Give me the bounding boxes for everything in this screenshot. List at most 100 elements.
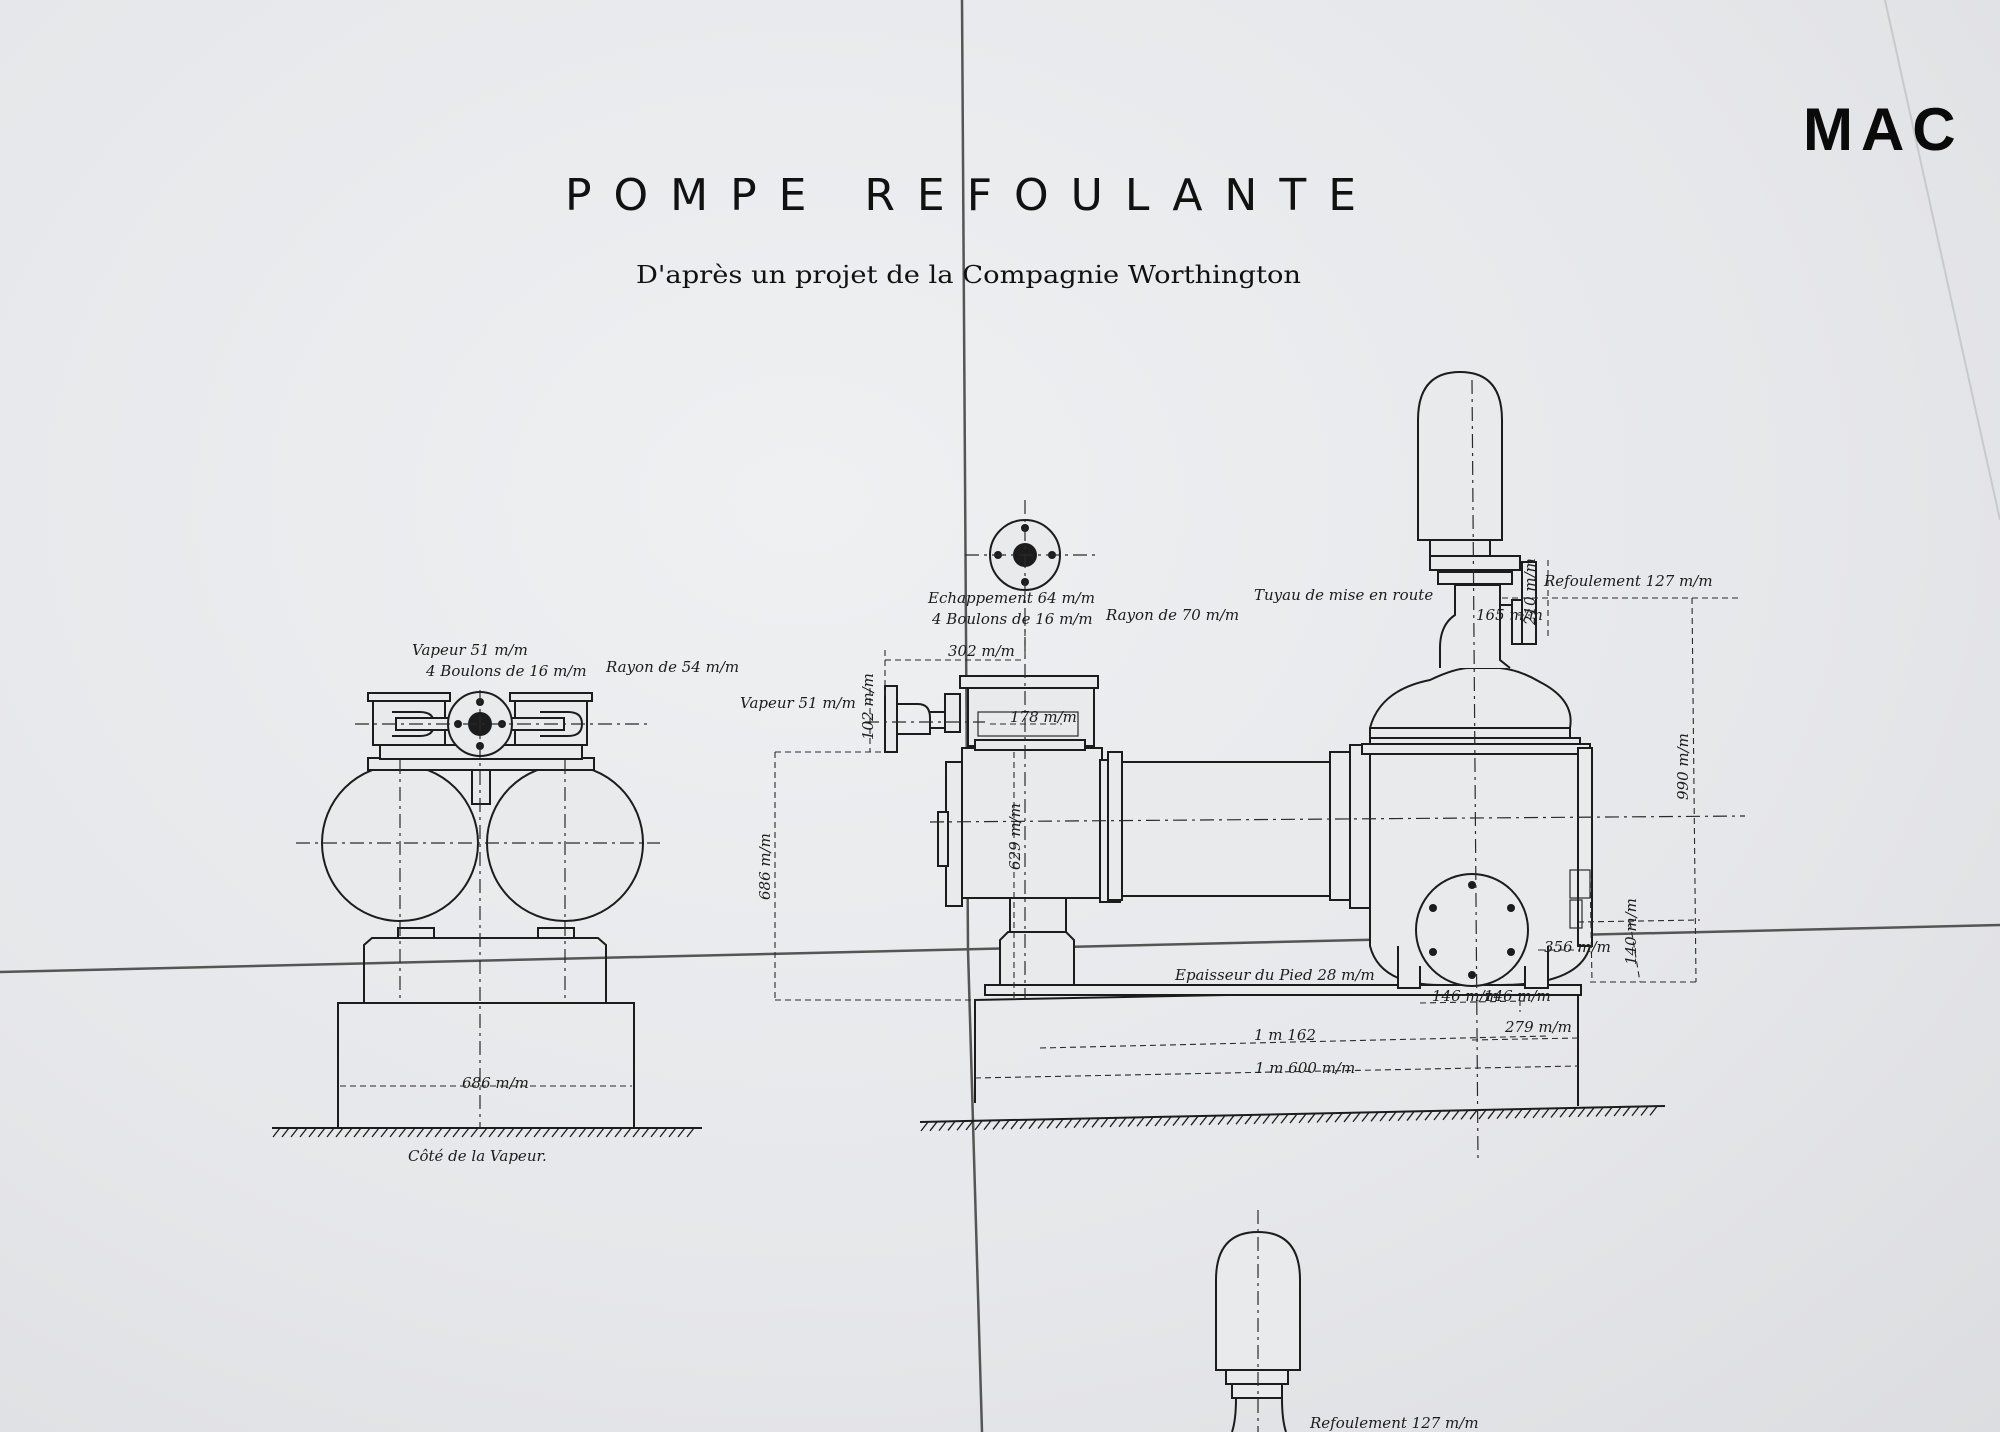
ground-hatch-stroke	[1235, 1114, 1244, 1125]
ground-hatch-stroke	[1334, 1112, 1343, 1123]
ground-hatch-stroke	[1532, 1108, 1541, 1119]
ground-hatch-stroke	[1001, 1119, 1010, 1130]
ground-hatch-stroke	[1082, 1118, 1091, 1128]
refoulement-label: Refoulement 127 m/m	[1543, 572, 1713, 590]
ground-hatch-stroke	[659, 1127, 668, 1138]
ground-hatch-stroke	[1388, 1111, 1397, 1122]
ground-hatch-stroke	[920, 1121, 929, 1132]
ground-hatch-stroke	[1271, 1114, 1280, 1124]
ground-hatch-stroke	[1541, 1108, 1550, 1119]
front-rayon-label: Rayon de 70 m/m	[1105, 606, 1239, 624]
ground-hatch-stroke	[1559, 1107, 1568, 1118]
ground-hatch-stroke	[299, 1127, 308, 1138]
dim-279: 279 m/m	[1504, 1018, 1572, 1036]
ground-hatch-stroke	[1199, 1115, 1208, 1126]
drawing-title: POMPE REFOULANTE	[565, 170, 1365, 221]
ground-hatch-stroke	[1172, 1116, 1181, 1126]
ground-hatch-stroke	[1640, 1106, 1649, 1116]
ground-hatch-stroke	[506, 1127, 515, 1138]
ground-hatch-stroke	[578, 1127, 587, 1138]
ground-hatch-stroke	[1109, 1117, 1118, 1128]
ground-hatch-stroke	[605, 1127, 614, 1138]
dim-178: 178 m/m	[1010, 708, 1077, 726]
ground-hatch-stroke	[1577, 1107, 1586, 1118]
ground-hatch-stroke	[326, 1127, 335, 1138]
ground-hatch-stroke	[1487, 1109, 1496, 1120]
ground-hatch-stroke	[308, 1127, 317, 1138]
ground-hatch-stroke	[344, 1127, 353, 1138]
ground-hatch-stroke	[290, 1127, 299, 1138]
ground-hatch-stroke	[1073, 1118, 1082, 1129]
ground-hatch-stroke	[1136, 1116, 1145, 1127]
ground-hatch-stroke	[1064, 1118, 1073, 1129]
ground-hatch-stroke	[425, 1127, 434, 1138]
ground-hatch-stroke	[1298, 1113, 1307, 1124]
side-view-caption: Côté de la Vapeur.	[408, 1147, 547, 1165]
ground-hatch-stroke	[992, 1120, 1001, 1130]
ground-hatch-stroke	[1226, 1115, 1235, 1125]
ground-hatch-stroke	[956, 1120, 965, 1131]
ground-hatch-stroke	[1055, 1118, 1064, 1129]
ground-hatch-stroke	[623, 1127, 632, 1138]
ground-hatch-stroke	[542, 1127, 551, 1138]
ground-hatch-stroke	[551, 1127, 560, 1138]
ground-hatch-stroke	[1307, 1113, 1316, 1124]
ground-hatch-stroke	[1181, 1115, 1190, 1126]
ground-hatch-stroke	[488, 1127, 497, 1138]
ground-hatch-stroke	[461, 1127, 470, 1138]
ground-hatch-stroke	[1127, 1117, 1136, 1127]
ground-hatch-stroke	[1361, 1112, 1370, 1122]
dim-356: 356 m/m	[1544, 938, 1611, 956]
ground-hatch-stroke	[1325, 1112, 1334, 1123]
dim-140: 140 m/m	[1622, 898, 1640, 965]
ground-hatch-stroke	[1478, 1109, 1487, 1120]
ground-hatch-stroke	[938, 1121, 947, 1132]
ground-hatch-stroke	[1406, 1111, 1415, 1121]
lower-view: Refoulement 127 m/m	[1215, 1210, 1479, 1432]
dim-1162: 1 m 162	[1254, 1026, 1316, 1044]
ground-hatch-stroke	[1424, 1110, 1433, 1121]
ground-hatch-stroke	[1100, 1117, 1109, 1128]
side-rayon-label: Rayon de 54 m/m	[605, 658, 739, 676]
ground-hatch-stroke	[1415, 1110, 1424, 1121]
ground-hatch-stroke	[380, 1127, 389, 1138]
ground-hatch-stroke	[1442, 1110, 1451, 1121]
ground-hatch-stroke	[524, 1127, 533, 1138]
dim-686-front: 686 m/m	[756, 833, 774, 900]
ground-hatch-stroke	[1631, 1106, 1640, 1117]
ground-hatch-stroke	[443, 1127, 452, 1138]
ground-hatch-stroke	[1649, 1105, 1658, 1116]
ground-hatch-stroke	[1523, 1108, 1532, 1119]
ground-hatch-stroke	[1010, 1119, 1019, 1130]
side-vapeur-label: Vapeur 51 m/m	[412, 641, 528, 659]
ground-hatch-stroke	[1604, 1106, 1613, 1117]
ground-hatch-stroke	[560, 1127, 569, 1138]
ground-hatch-stroke	[1370, 1111, 1379, 1122]
ground-hatch-stroke	[335, 1127, 344, 1138]
ground-hatch-stroke	[389, 1127, 398, 1138]
front-view: Echappement 64 m/m 4 Boulons de 16 m/m R…	[740, 370, 1746, 1161]
ground-hatch-stroke	[1352, 1112, 1361, 1123]
ground-hatch-right	[920, 1105, 1658, 1132]
dim-146-left: 146 m/m	[1432, 987, 1499, 1005]
ground-hatch-stroke	[371, 1127, 380, 1138]
ground-hatch-stroke	[479, 1127, 488, 1138]
ground-hatch-stroke	[1622, 1106, 1631, 1117]
ground-hatch-stroke	[1460, 1110, 1469, 1120]
ground-hatch-stroke	[947, 1121, 956, 1131]
side-width-dimension: 686 m/m	[462, 1074, 529, 1092]
ground-hatch-stroke	[452, 1127, 461, 1138]
dim-102: 102 m/m	[859, 673, 877, 740]
dim-146-right: 146 m/m	[1484, 987, 1551, 1005]
ground-hatch-stroke	[1217, 1115, 1226, 1126]
ground-hatch-stroke	[1019, 1119, 1028, 1130]
ground-hatch-stroke	[1514, 1108, 1523, 1119]
ground-hatch-stroke	[632, 1127, 641, 1138]
lower-refoulement-label: Refoulement 127 m/m	[1309, 1414, 1479, 1432]
ground-hatch-stroke	[1433, 1110, 1442, 1121]
ground-hatch-stroke	[614, 1127, 623, 1138]
ground-hatch-stroke	[1163, 1116, 1172, 1127]
ground-hatch-stroke	[407, 1127, 416, 1138]
ground-hatch-stroke	[1091, 1117, 1100, 1128]
